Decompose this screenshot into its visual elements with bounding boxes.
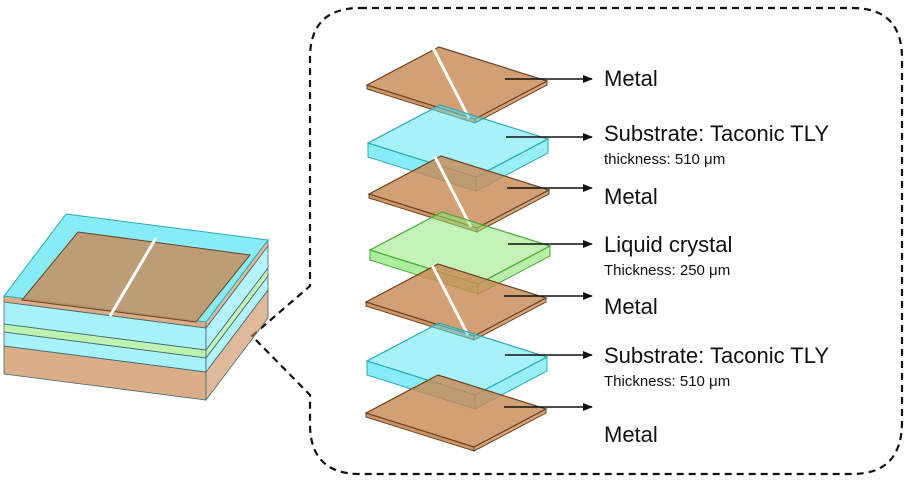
layer-3-title: Metal [604,184,658,209]
layer-5-slot [430,264,470,336]
layer-5-top-face [364,263,548,337]
layer-7-metal [364,374,548,452]
layer-6-subtitle: Thickness: 510 μm [604,373,731,390]
layer-3-slot [433,156,473,228]
layer-4-title: Liquid crystal [604,232,733,257]
label-arrows [504,75,593,411]
layer-2-title: Substrate: Taconic TLY [604,121,830,146]
layer-1-slot [431,47,471,119]
exploded-layer-stack [364,46,552,452]
callout-outline [250,6,904,476]
layer-1-title: Metal [604,66,658,91]
assembled-top-metal [21,231,251,323]
assembled-top-slot [108,237,158,317]
layer-6-title: Substrate: Taconic TLY [604,343,830,368]
assembled-device [3,213,269,402]
layer-7-title: Metal [604,422,658,447]
layer-7-top-face [364,374,548,448]
layer-4-subtitle: Thickness: 250 μm [604,262,731,279]
layer-5-title: Metal [604,294,658,319]
layer-1-top-face [365,46,549,120]
layer-2-subtitle: thickness: 510 μm [604,151,726,168]
